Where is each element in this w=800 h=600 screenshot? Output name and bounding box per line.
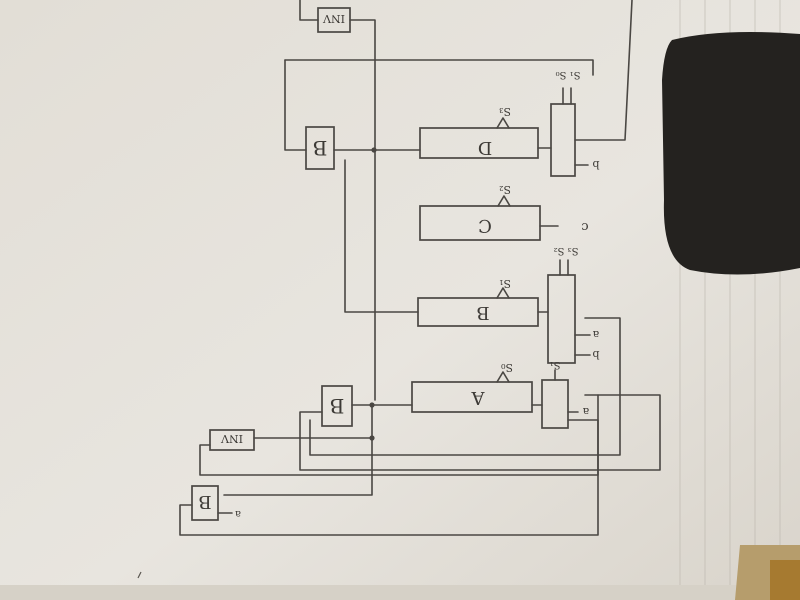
table-strip — [770, 560, 800, 600]
register-d-sel: S₃ — [499, 105, 511, 118]
pencil-mark — [137, 571, 142, 579]
register-c-name: C — [478, 215, 492, 236]
register-d-name: D — [478, 137, 492, 158]
or-gate-bottom: B a — [191, 485, 241, 521]
mux-mid-in-a: a — [592, 328, 599, 341]
or-gate-top: B — [305, 126, 335, 170]
mux-top-sel: S₁ S₀ — [556, 69, 581, 80]
inv-gate-top: INV — [317, 7, 351, 33]
mux-low-sel: S₁ — [550, 359, 561, 370]
inv-bottom-label: INV — [220, 432, 243, 445]
mux-low-in-a: a — [582, 405, 589, 418]
inv-top-label: INV — [322, 12, 345, 25]
register-a: A S₀ — [411, 361, 533, 413]
mux-mid: S₃ S₂ a b — [547, 245, 600, 364]
camera-shadow — [662, 32, 800, 275]
inv-gate-bottom: INV — [209, 429, 255, 451]
register-a-name: A — [471, 387, 486, 408]
or-top-label: B — [313, 136, 328, 160]
register-c-sel: S₂ — [499, 183, 511, 196]
mux-low: S₁ a — [541, 359, 589, 429]
register-b-sel: S₁ — [499, 277, 511, 290]
mux-top: S₁ S₀ b — [550, 69, 600, 177]
or-bottom-input: a — [235, 508, 241, 519]
or-gate-mid: B — [321, 385, 353, 427]
register-a-sel: S₀ — [500, 361, 513, 374]
register-b: B S₁ — [417, 277, 539, 327]
mux-mid-in-b: b — [592, 348, 599, 361]
wires — [179, 0, 661, 536]
mux-mid-sel: S₃ S₂ — [554, 245, 579, 256]
mux-top-in-b: b — [592, 158, 599, 171]
or-mid-label: B — [330, 394, 345, 418]
or-bottom-label: B — [198, 491, 211, 512]
register-c: C S₂ c — [419, 183, 589, 241]
table-edge — [0, 585, 800, 600]
register-d: D S₃ — [419, 105, 539, 159]
register-c-input: c — [581, 219, 588, 234]
register-b-name: B — [476, 302, 489, 323]
